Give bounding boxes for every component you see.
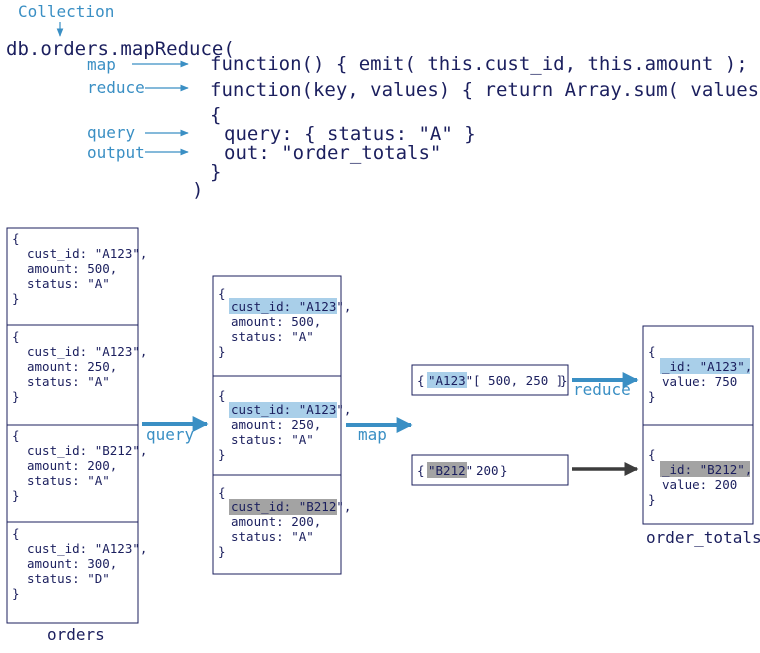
filtered-container [212,275,342,575]
doc-cust-id: cust_id: "A123", [27,541,147,556]
filtered-document: { cust_id: "A123", amount: 250, status: … [218,388,351,462]
doc-amount: amount: 250, [27,359,117,374]
collection-label: Collection [18,2,114,21]
result-document: { _id: "A123", value: 750 } [648,344,752,404]
filtered-collection: { cust_id: "A123", amount: 500, status: … [212,275,351,575]
orders-collection: { cust_id: "A123", amount: 500, status: … [6,227,147,644]
order-document: { cust_id: "A123", amount: 500, status: … [12,231,147,306]
code-close-paren: ) [192,179,203,201]
order-document: { cust_id: "A123", amount: 300, status: … [12,526,147,601]
options-open-brace: { [210,104,221,126]
emitted-pair: { "B212" 200 } [411,454,569,486]
reduce-flow-label: reduce [573,380,631,399]
pair-open-brace: { [417,463,425,478]
doc-id: _id: "B212", [662,462,752,477]
doc-status: status: "A" [27,276,110,291]
doc-open-brace: { [218,485,226,500]
filtered-document: { cust_id: "B212", amount: 200, status: … [218,485,351,559]
query-option-code: query: { status: "A" } [224,123,476,145]
doc-cust-id: cust_id: "A123", [27,246,147,261]
doc-cust-id: cust_id: "A123", [27,344,147,359]
doc-open-brace: { [12,526,20,541]
filtered-document: { cust_id: "A123", amount: 500, status: … [218,286,351,359]
doc-close-brace: } [218,447,226,462]
doc-value: value: 750 [662,374,737,389]
doc-close-brace: } [218,544,226,559]
orders-caption: orders [47,625,105,644]
doc-amount: amount: 200, [231,514,321,529]
doc-amount: amount: 250, [231,417,321,432]
emitted-pair: { "A123" [ 500, 250 ] } [411,364,569,396]
doc-open-brace: { [218,388,226,403]
doc-close-brace: } [648,492,656,507]
doc-status: status: "A" [231,529,314,544]
pair-key: "B212" [428,463,473,478]
doc-status: status: "A" [231,432,314,447]
query-label: query [87,123,136,142]
doc-value: value: 200 [662,477,737,492]
doc-close-brace: } [12,389,20,404]
options-close-brace: } [210,161,221,183]
pair-open-brace: { [417,373,425,388]
order-document: { cust_id: "A123", amount: 250, status: … [12,329,147,404]
output-label: output [87,143,145,162]
key-highlight-blue [427,372,467,388]
key-highlight-blue [660,358,750,374]
key-highlight-gray [660,461,750,477]
doc-cust-id: cust_id: "A123", [231,299,351,314]
doc-amount: amount: 200, [27,458,117,473]
doc-amount: amount: 500, [27,261,117,276]
doc-cust-id: cust_id: "B212", [231,499,351,514]
results-collection: { _id: "A123", value: 750 } { _id: "B212… [642,325,760,547]
key-highlight-gray [427,462,467,478]
doc-open-brace: { [218,286,226,301]
map-function-code: function() { emit( this.cust_id, this.am… [210,53,760,75]
doc-status: status: "D" [27,571,110,586]
order-document: { cust_id: "B212", amount: 200, status: … [12,428,147,503]
doc-close-brace: } [12,488,20,503]
emitted-pair-box [411,364,569,396]
pair-key: "A123" [428,373,473,388]
doc-open-brace: { [648,344,656,359]
reduce-function-code: function(key, values) { return Array.sum… [210,79,759,101]
pair-values: 200 [476,463,499,478]
doc-amount: amount: 500, [231,314,321,329]
doc-cust-id: cust_id: "A123", [231,402,351,417]
doc-open-brace: { [648,447,656,462]
code-line-mapreduce: db.orders.mapReduce( [6,38,235,60]
results-caption: order_totals [646,528,760,547]
reduce-label: reduce [87,78,145,97]
doc-status: status: "A" [231,329,314,344]
doc-open-brace: { [12,428,20,443]
doc-close-brace: } [218,344,226,359]
pair-values: [ 500, 250 ] [473,373,563,388]
doc-close-brace: } [648,389,656,404]
key-highlight-blue [229,298,337,314]
query-flow-label: query [146,425,195,444]
map-label: map [87,55,116,74]
doc-id: _id: "A123", [662,359,752,374]
doc-cust-id: cust_id: "B212", [27,443,147,458]
doc-close-brace: } [12,586,20,601]
pair-close-brace: } [560,373,568,388]
doc-open-brace: { [12,329,20,344]
out-option-code: out: "order_totals" [224,142,441,164]
map-flow-label: map [358,425,387,444]
doc-close-brace: } [12,291,20,306]
result-document: { _id: "B212", value: 200 } [648,447,752,507]
pair-close-brace: } [500,463,508,478]
doc-open-brace: { [12,231,20,246]
doc-amount: amount: 300, [27,556,117,571]
doc-status: status: "A" [27,473,110,488]
doc-status: status: "A" [27,374,110,389]
key-highlight-blue [229,402,337,418]
key-highlight-gray [229,499,337,515]
